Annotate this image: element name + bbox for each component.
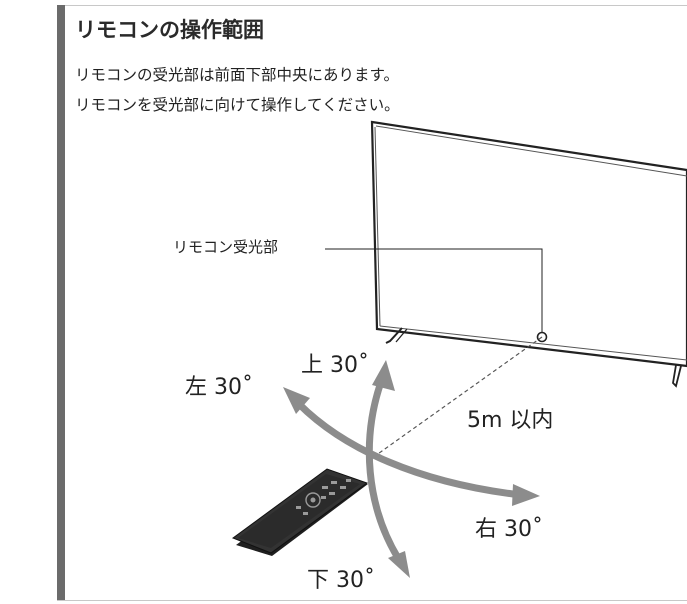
sensor-callout-line xyxy=(325,248,543,335)
arrow-head-up-icon xyxy=(372,360,395,391)
vertical-range-arrow xyxy=(365,381,402,562)
manual-frame xyxy=(57,5,687,601)
sensor-label: リモコン受光部 xyxy=(173,238,279,256)
arrow-head-left-icon xyxy=(283,387,310,414)
remote-control xyxy=(231,468,369,556)
section-accent-bar xyxy=(57,5,65,600)
section-title: リモコンの操作範囲 xyxy=(75,18,264,42)
angle-right-label: 右 30˚ xyxy=(475,517,543,542)
angle-down-label: 下 30˚ xyxy=(307,568,375,593)
line-of-sight xyxy=(374,336,543,457)
angle-left-label: 左 30˚ xyxy=(185,375,253,400)
instruction-line-1: リモコンの受光部は前面下部中央にあります。 xyxy=(75,66,399,84)
arrow-head-down-icon xyxy=(388,551,410,578)
horizontal-range-arrow xyxy=(295,400,517,498)
instruction-line-2: リモコンを受光部に向けて操作してください。 xyxy=(75,96,400,114)
arrow-head-right-icon xyxy=(512,484,540,506)
angle-up-label: 上 30˚ xyxy=(301,353,369,378)
distance-label: 5m 以内 xyxy=(467,408,554,433)
range-arrows xyxy=(283,360,540,578)
